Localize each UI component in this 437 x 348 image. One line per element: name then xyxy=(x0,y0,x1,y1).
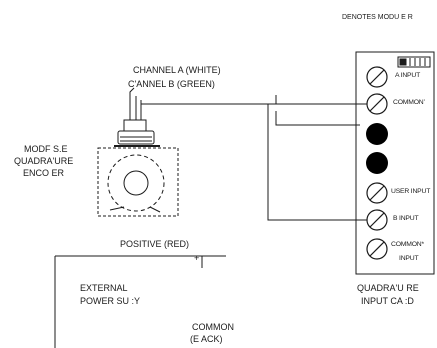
terminal-label-common: COMMON’ xyxy=(393,99,425,106)
signal-wires xyxy=(141,95,375,221)
power-supply-label-line-1: EXTERNAL xyxy=(80,283,128,293)
encoder-cable xyxy=(129,87,142,120)
channel-b-label: C'ANNEL B (GREEN) xyxy=(128,79,215,89)
common-wire-label-line-2: (E ACK) xyxy=(190,334,223,344)
terminal-sublabel-input: INPUT xyxy=(399,255,419,262)
led-2 xyxy=(366,152,388,174)
encoder-label-line-2: QUADRA'URE xyxy=(14,156,74,166)
encoder-body xyxy=(97,119,179,217)
card-outline xyxy=(355,51,435,275)
terminal-common xyxy=(366,93,388,115)
encoder-label-line-1: MODF S.E xyxy=(24,144,68,154)
terminal-user-input xyxy=(366,182,388,204)
terminal-label-user-input: USER INPUT xyxy=(391,188,431,195)
terminal-label-common-input: COMMON* xyxy=(391,241,424,248)
note-denotes-module: DENOTES MODU E R xyxy=(342,14,413,21)
power-supply-label-line-2: POWER SU :Y xyxy=(80,296,141,306)
channel-a-label: CHANNEL A (WHITE) xyxy=(133,65,221,75)
encoder-label-line-3: ENCO ER xyxy=(23,168,65,178)
card-caption-line-2: INPUT CA :D xyxy=(361,296,414,306)
common-wire-label-line-1: COMMON xyxy=(192,322,234,332)
card-caption-line-1: QUADRA'U RE xyxy=(357,283,419,293)
positive-wire-label: POSITIVE (RED) xyxy=(120,239,190,249)
terminal-label-a-input: A INPUT xyxy=(395,72,421,79)
positive-sign: + xyxy=(194,253,200,263)
dip-switch xyxy=(397,56,431,68)
terminal-b-input xyxy=(366,209,388,231)
terminal-a-input xyxy=(366,66,388,88)
terminal-label-b-input: B INPUT xyxy=(393,215,419,222)
led-1 xyxy=(366,123,388,145)
terminal-common-input xyxy=(366,238,388,260)
positive-wire xyxy=(54,255,226,348)
